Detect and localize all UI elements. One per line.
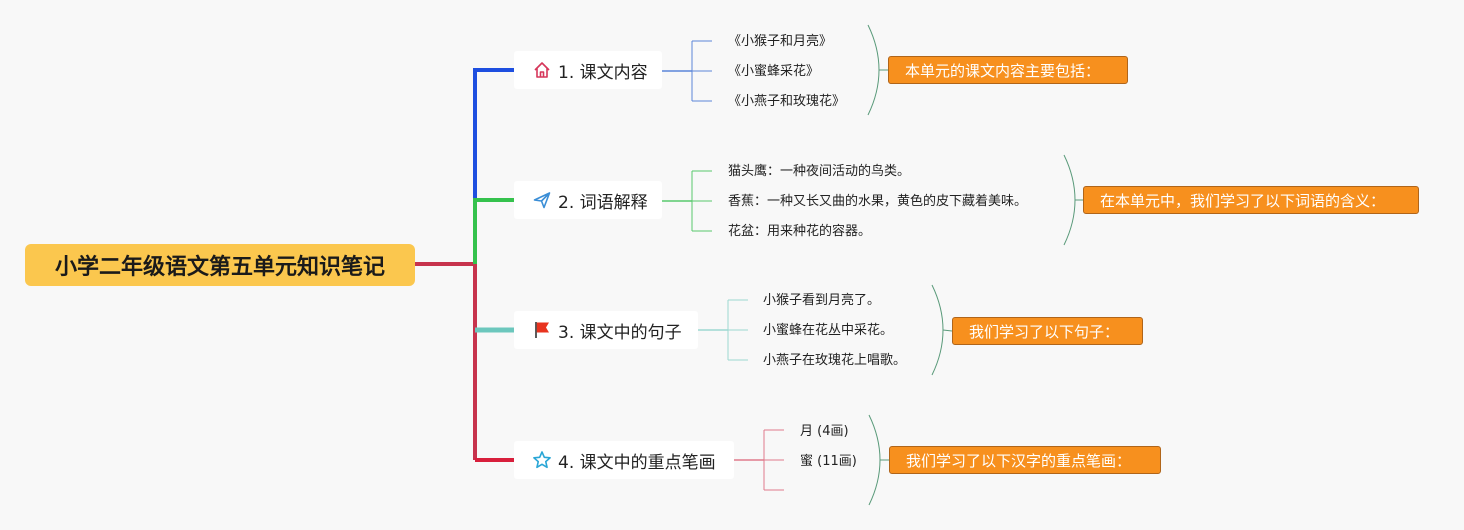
branch-label: 3. 课文中的句子 xyxy=(558,322,682,343)
summary-label-2[interactable]: 在本单元中，我们学习了以下词语的含义： xyxy=(1083,186,1419,214)
leaf-item[interactable]: 猫头鹰：一种夜间活动的鸟类。 xyxy=(728,164,911,179)
branch-1-connector xyxy=(473,68,514,264)
branch-topic-4[interactable]: 4. 课文中的重点笔画 xyxy=(514,441,734,479)
branch-topic-3[interactable]: 3. 课文中的句子 xyxy=(514,311,698,349)
flag-icon xyxy=(532,320,552,340)
branch-label: 4. 课文中的重点笔画 xyxy=(558,452,716,473)
summary-brace-1-curve xyxy=(867,24,880,116)
branch-topic-1[interactable]: 1. 课文内容 xyxy=(514,51,662,89)
home-icon xyxy=(532,60,552,80)
summary-label-4[interactable]: 我们学习了以下汉字的重点笔画： xyxy=(889,446,1161,474)
branch-topic-2[interactable]: 2. 词语解释 xyxy=(514,181,662,219)
summary-brace-3-link xyxy=(942,329,953,332)
leaf-item[interactable]: 香蕉：一种又长又曲的水果，黄色的皮下藏着美味。 xyxy=(728,194,1028,209)
leaf-item[interactable]: 《小燕子和玫瑰花》 xyxy=(728,94,846,109)
paper-plane-icon xyxy=(532,190,552,210)
root-topic[interactable]: 小学二年级语文第五单元知识笔记 xyxy=(25,244,415,286)
leaf-item[interactable]: 小燕子在玫瑰花上唱歌。 xyxy=(763,353,907,368)
leaf-item[interactable]: 《小猴子和月亮》 xyxy=(728,34,833,49)
leaf-item[interactable]: 花盆：用来种花的容器。 xyxy=(728,224,872,239)
branch-label: 1. 课文内容 xyxy=(558,62,648,83)
summary-brace-4-curve xyxy=(868,414,881,506)
summary-brace-3-curve xyxy=(931,284,944,376)
leaf-item[interactable]: 《小蜜蜂采花》 xyxy=(728,64,820,79)
leaf-item[interactable]: 小蜜蜂在花丛中采花。 xyxy=(763,323,894,338)
branch-label: 2. 词语解释 xyxy=(558,192,648,213)
leaf-item[interactable]: 月 (4画) xyxy=(800,424,849,439)
star-icon xyxy=(532,450,552,470)
summary-brace-2-curve xyxy=(1063,154,1076,246)
summary-label-3[interactable]: 我们学习了以下句子： xyxy=(952,317,1143,345)
branch-2-connector xyxy=(473,198,514,264)
leaf-item[interactable]: 蜜 (11画) xyxy=(800,454,857,469)
summary-label-1[interactable]: 本单元的课文内容主要包括： xyxy=(888,56,1128,84)
leaf-item[interactable]: 小猴子看到月亮了。 xyxy=(763,293,881,308)
